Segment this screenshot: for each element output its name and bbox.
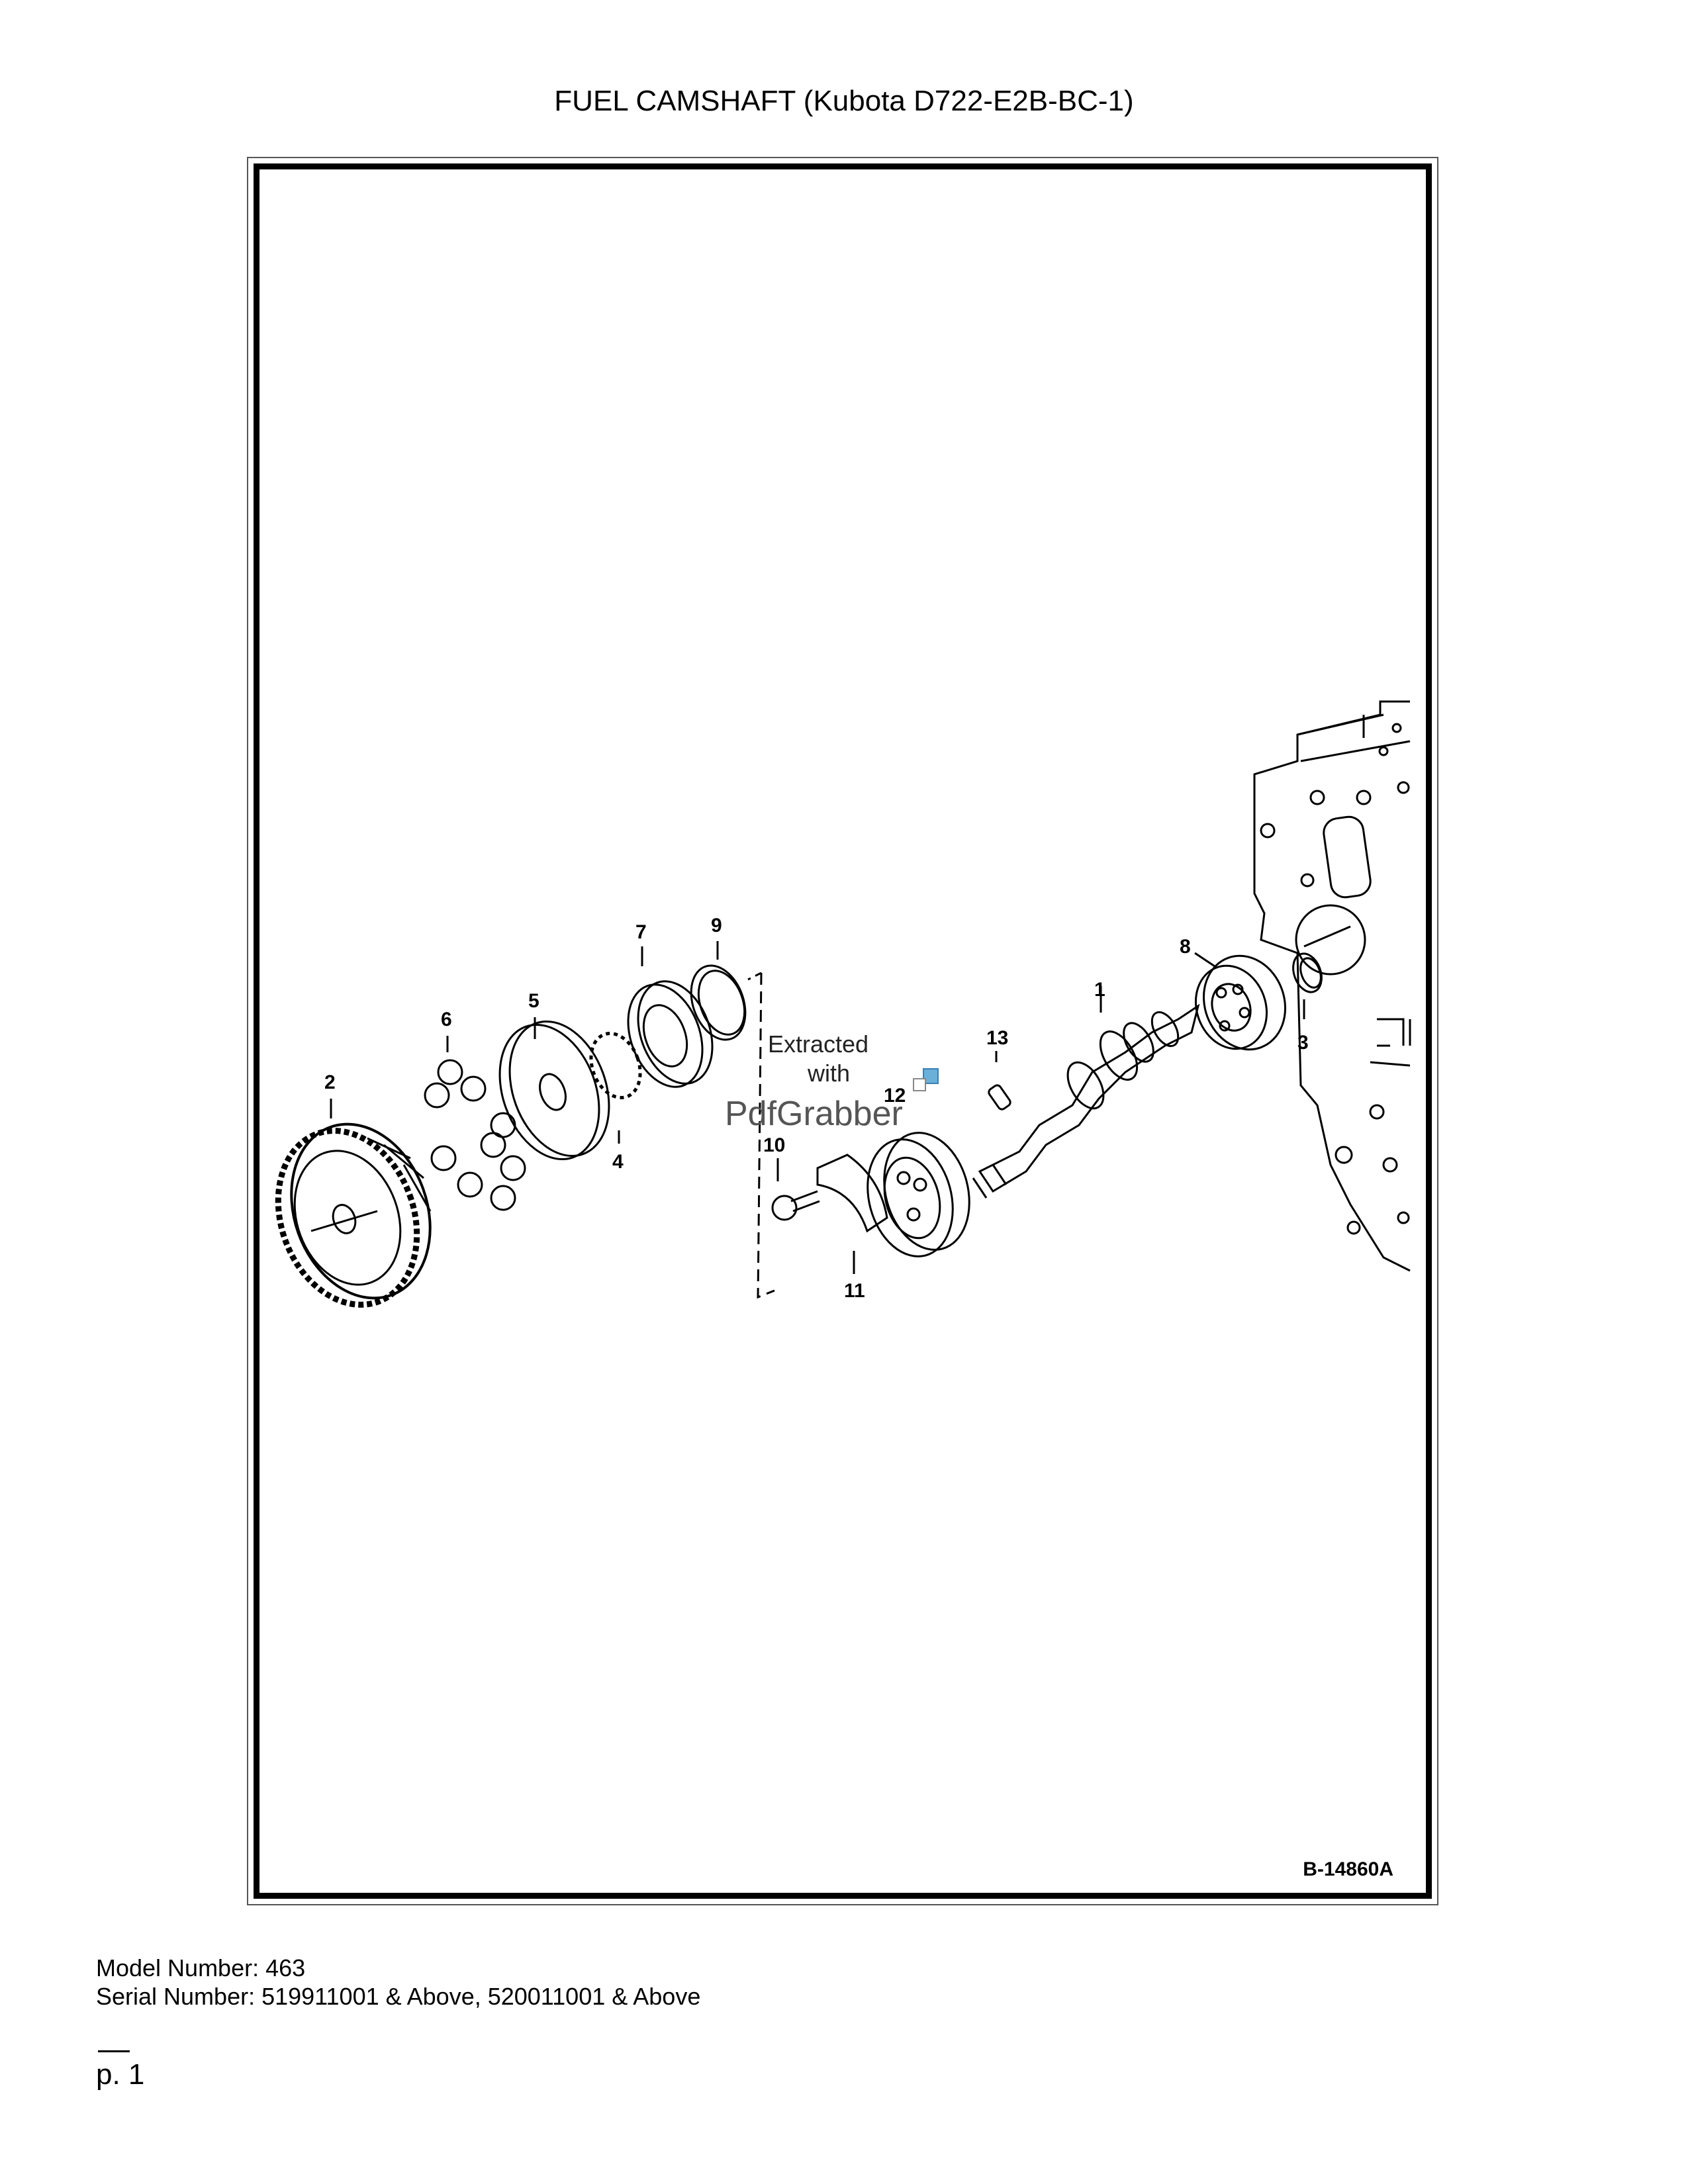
callout-labels: 1 2 3 4 5 6 7 8 9 10 11 12 13 bbox=[324, 915, 1309, 1302]
callout-4: 4 bbox=[612, 1151, 624, 1173]
part-8-bearing bbox=[1194, 954, 1287, 1051]
model-number: Model Number: 463 bbox=[96, 1954, 306, 1981]
callout-7: 7 bbox=[635, 921, 647, 943]
part-10-bolt bbox=[771, 1190, 820, 1221]
page-title: FUEL CAMSHAFT (Kubota D722-E2B-BC-1) bbox=[554, 85, 1134, 117]
callout-12: 12 bbox=[884, 1085, 906, 1107]
part-11-stopper bbox=[816, 1154, 888, 1233]
part-4-o-ring bbox=[589, 1032, 642, 1099]
callout-11: 11 bbox=[844, 1280, 865, 1302]
part-6-balls bbox=[424, 1059, 526, 1211]
diagram-frame bbox=[254, 163, 1432, 1899]
page-number: p. 1 bbox=[96, 2058, 145, 2091]
callout-10: 10 bbox=[763, 1134, 785, 1156]
engine-block-drawing bbox=[1253, 700, 1411, 1272]
callout-13: 13 bbox=[986, 1027, 1008, 1049]
pdfgrabber-watermark: Extracted with PdfGrabber bbox=[725, 1030, 939, 1133]
callout-9: 9 bbox=[711, 915, 722, 936]
callout-8: 8 bbox=[1180, 936, 1191, 958]
model-info: Model Number: 463 Serial Number: 5199110… bbox=[96, 1954, 700, 2011]
callout-5: 5 bbox=[528, 990, 539, 1012]
page-divider bbox=[98, 2050, 130, 2052]
serial-number: Serial Number: 519911001 & Above, 520011… bbox=[96, 1983, 701, 2010]
callout-1: 1 bbox=[1094, 979, 1105, 1001]
callout-3: 3 bbox=[1297, 1032, 1309, 1054]
callout-6: 6 bbox=[441, 1009, 452, 1030]
watermark-brand: PdfGrabber bbox=[725, 1095, 903, 1133]
part-1-camshaft bbox=[972, 1003, 1200, 1199]
part-2-gear bbox=[275, 1122, 432, 1308]
part-13-key bbox=[988, 1084, 1011, 1111]
callout-2: 2 bbox=[324, 1071, 336, 1093]
figure-code: B-14860A bbox=[1303, 1858, 1393, 1880]
part-12-bearing bbox=[867, 1132, 970, 1257]
watermark-line1: Extracted bbox=[768, 1030, 868, 1058]
exploded-parts-diagram: Extracted with PdfGrabber 1 2 3 4 5 6 7 … bbox=[275, 700, 1411, 1308]
watermark-line2: with bbox=[807, 1060, 850, 1087]
diagram-frame-outer bbox=[247, 157, 1438, 1905]
